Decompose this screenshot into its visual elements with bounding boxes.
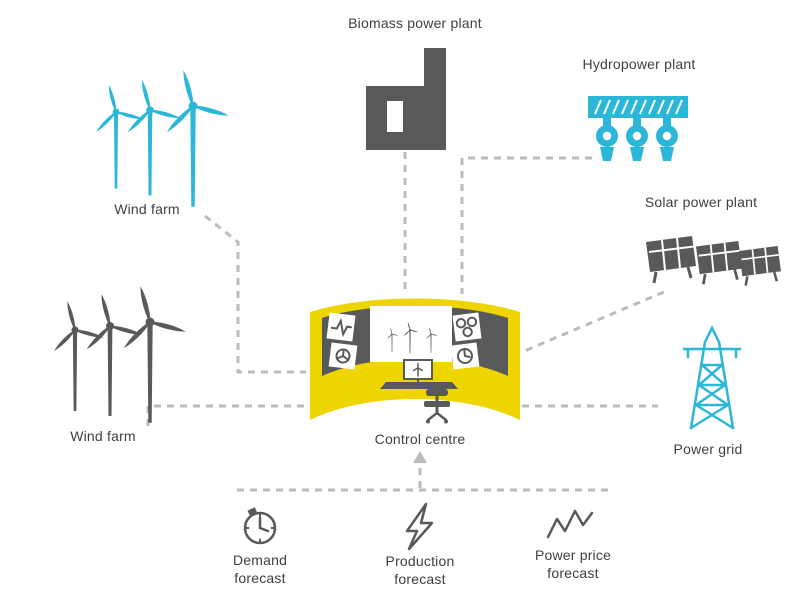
power-grid-icon [682, 325, 742, 430]
screen-waveform [326, 312, 356, 342]
label-control-centre: Control centre [374, 431, 466, 447]
label-production-forecast: Production forecast [385, 553, 455, 588]
zigzag-chart-icon [546, 509, 594, 539]
screen-gauge [450, 342, 480, 370]
label-solar: Solar power plant [644, 194, 758, 210]
waveform-icon [330, 317, 353, 338]
solar-plant-icon [644, 234, 783, 287]
screen-coins [452, 312, 482, 342]
connector-lines [146, 152, 665, 492]
label-wind-farm-top: Wind farm [114, 201, 180, 217]
fan-icon [335, 348, 351, 364]
label-hydro: Hydropower plant [582, 56, 696, 72]
monitor-icon [403, 359, 433, 383]
label-demand-forecast: Demand forecast [232, 552, 288, 587]
label-price-forecast: Power price forecast [534, 547, 612, 582]
screen-turbines [370, 306, 452, 362]
production-forecast-icon [405, 502, 434, 551]
coins-icon [455, 316, 478, 338]
screen-fan [328, 342, 358, 370]
label-power-grid: Power grid [673, 441, 743, 457]
hydropower-plant-icon [588, 96, 688, 161]
office-chair-icon [424, 389, 450, 424]
label-wind-farm-bottom: Wind farm [70, 428, 136, 444]
biomass-plant-icon [366, 48, 446, 150]
demand-forecast-icon [243, 507, 277, 545]
up-arrow-icon [413, 451, 427, 463]
control-centre-icon [310, 298, 520, 424]
gauge-icon [457, 348, 473, 364]
wind-farm-bottom-icon [53, 286, 187, 423]
lightning-icon [405, 502, 434, 551]
wind-farm-top-icon [95, 70, 229, 207]
desk [380, 382, 458, 389]
price-forecast-icon [546, 509, 594, 539]
label-biomass: Biomass power plant [348, 15, 482, 31]
